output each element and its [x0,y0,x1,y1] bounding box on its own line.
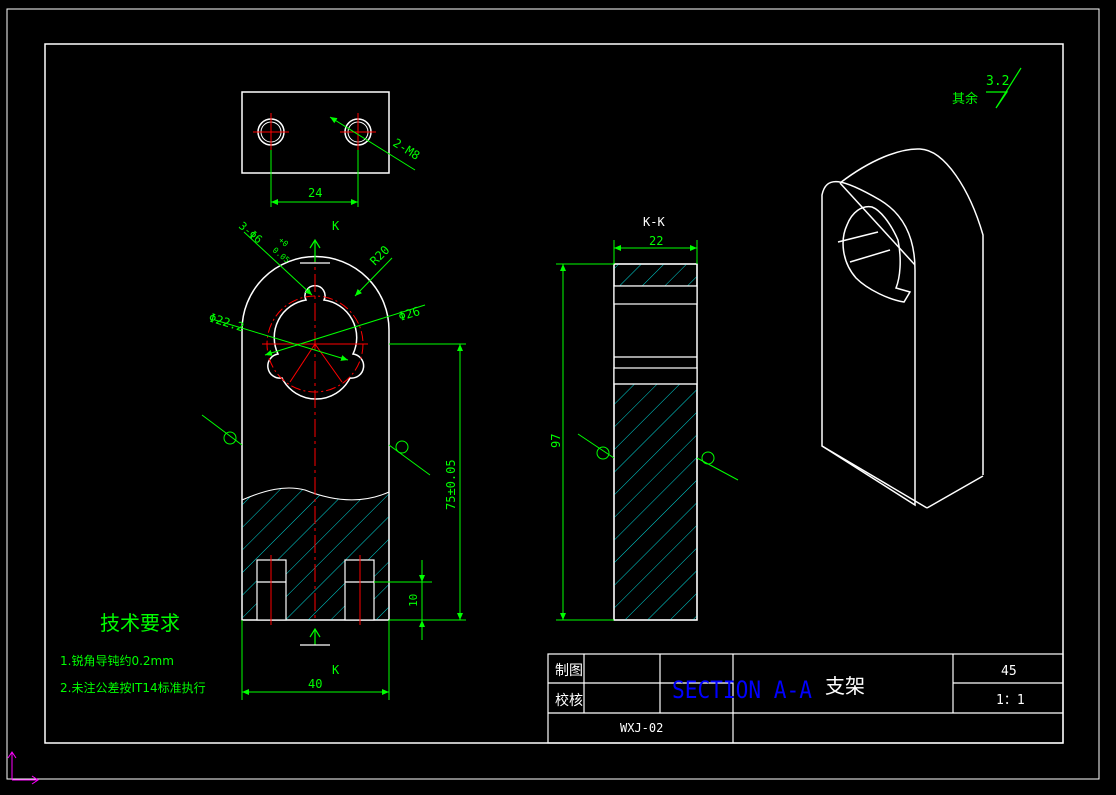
section-hatch-bottom [613,383,698,621]
section-mark-top [300,238,330,264]
viewport-border [6,8,1100,780]
title-block-overlay: SECTION A-A [672,676,812,704]
title-block-scale: 1：1 [996,693,1025,708]
title-block-part-name: 支架 [825,674,865,698]
thread-callout: 2-M8 [390,136,422,163]
iso-hole [842,205,912,303]
thread-leader [329,116,416,171]
iso-top-curve [839,148,984,475]
isometric-view [821,148,984,509]
section-title: K-K [643,215,665,229]
lobe-centerline-2 [314,343,343,383]
tech-requirement-item-1: 1.锐角导钝约0.2mm [60,653,174,668]
holes-callout: 3-Φ6 [236,219,265,246]
front-view-outline [241,255,390,621]
section-bore-1 [613,285,698,305]
section-width-label: 22 [649,234,663,248]
iso-hole-inner [837,231,891,263]
dim-24 [270,150,359,207]
title-block-drawn-label: 制图 [555,663,583,679]
section-dims [556,240,739,621]
front-view-dims [214,231,466,700]
dia-inner-label: Φ22.2 [207,310,246,334]
roughness-value: 3.2 [986,74,1009,89]
surface-roughness-symbol: 其余 3.2 [952,67,1022,109]
title-block-drawing-no: WXJ-02 [620,721,663,735]
width-label: 40 [308,677,322,691]
iso-base-edge [821,445,928,509]
tech-requirement-item-2: 2.未注公差按IT14标准执行 [60,680,206,695]
dim-24-text: 24 [308,186,322,200]
roughness-check-mark [986,67,1022,109]
section-height-label: 97 [549,434,563,448]
tech-requirements-heading: 技术要求 [100,611,180,635]
blind-hole-left [256,555,287,625]
top-view-hole-right [340,113,376,150]
roughness-label: 其余 [952,91,978,107]
radius-label: R20 [367,243,392,268]
tech-requirements: 技术要求 1.锐角导钝约0.2mm 2.未注公差按IT14标准执行 [60,611,206,695]
blind-hole-right [344,555,375,625]
title-block-checked-label: 校核 [555,692,583,709]
front-view: K 3-Φ6 +0 0.05 R20 [201,219,466,700]
section-hatch-top [613,263,698,287]
depth-label: 10 [407,594,420,607]
roughness-local-left [201,414,243,446]
iso-front-face [821,180,916,507]
title-block [547,653,1064,744]
section-view: K-K 22 97 [549,215,739,621]
ucs-icon [7,751,39,785]
height-tol-label: 75±0.05 [444,459,458,510]
iso-bottom-edge [926,475,984,509]
dia-outer-label: Φ26 [397,304,422,324]
roughness-local-right [388,440,431,476]
section-mark-bottom-letter: K [332,663,340,677]
section-bore-2 [613,367,698,385]
lobe-centerline-1 [289,343,316,383]
iso-top-edge [839,182,916,266]
tri-lobed-hole [267,284,365,400]
section-mark-top-letter: K [332,219,340,233]
top-view: 24 2-M8 [241,91,422,207]
title-block-material: 45 [1001,664,1017,679]
top-view-outline [241,91,390,174]
top-view-hole-left [253,113,289,150]
